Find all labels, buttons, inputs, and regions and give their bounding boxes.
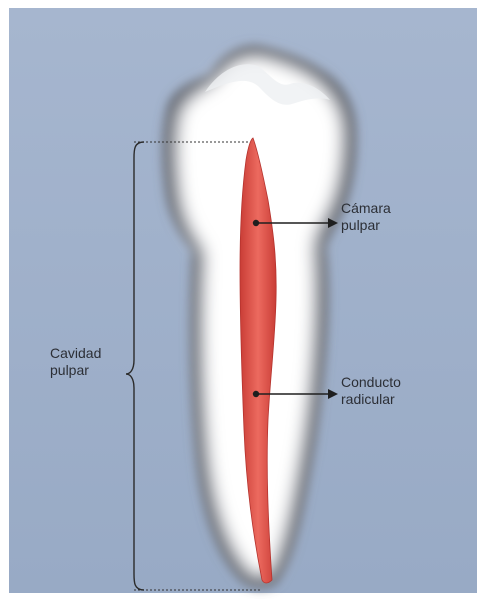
cavidad-pulpar-label: Cavidad pulpar	[50, 345, 101, 379]
conducto-label-line-2: radicular	[341, 391, 401, 408]
camara-label-line-1: Cámara	[341, 200, 391, 217]
camara-label-line-2: pulpar	[341, 217, 391, 234]
cavidad-label-line-1: Cavidad	[50, 345, 101, 362]
camara-pulpar-label: Cámara pulpar	[341, 200, 391, 234]
conducto-radicular-label: Conducto radicular	[341, 374, 401, 408]
conducto-label-line-1: Conducto	[341, 374, 401, 391]
cavidad-label-line-2: pulpar	[50, 362, 101, 379]
